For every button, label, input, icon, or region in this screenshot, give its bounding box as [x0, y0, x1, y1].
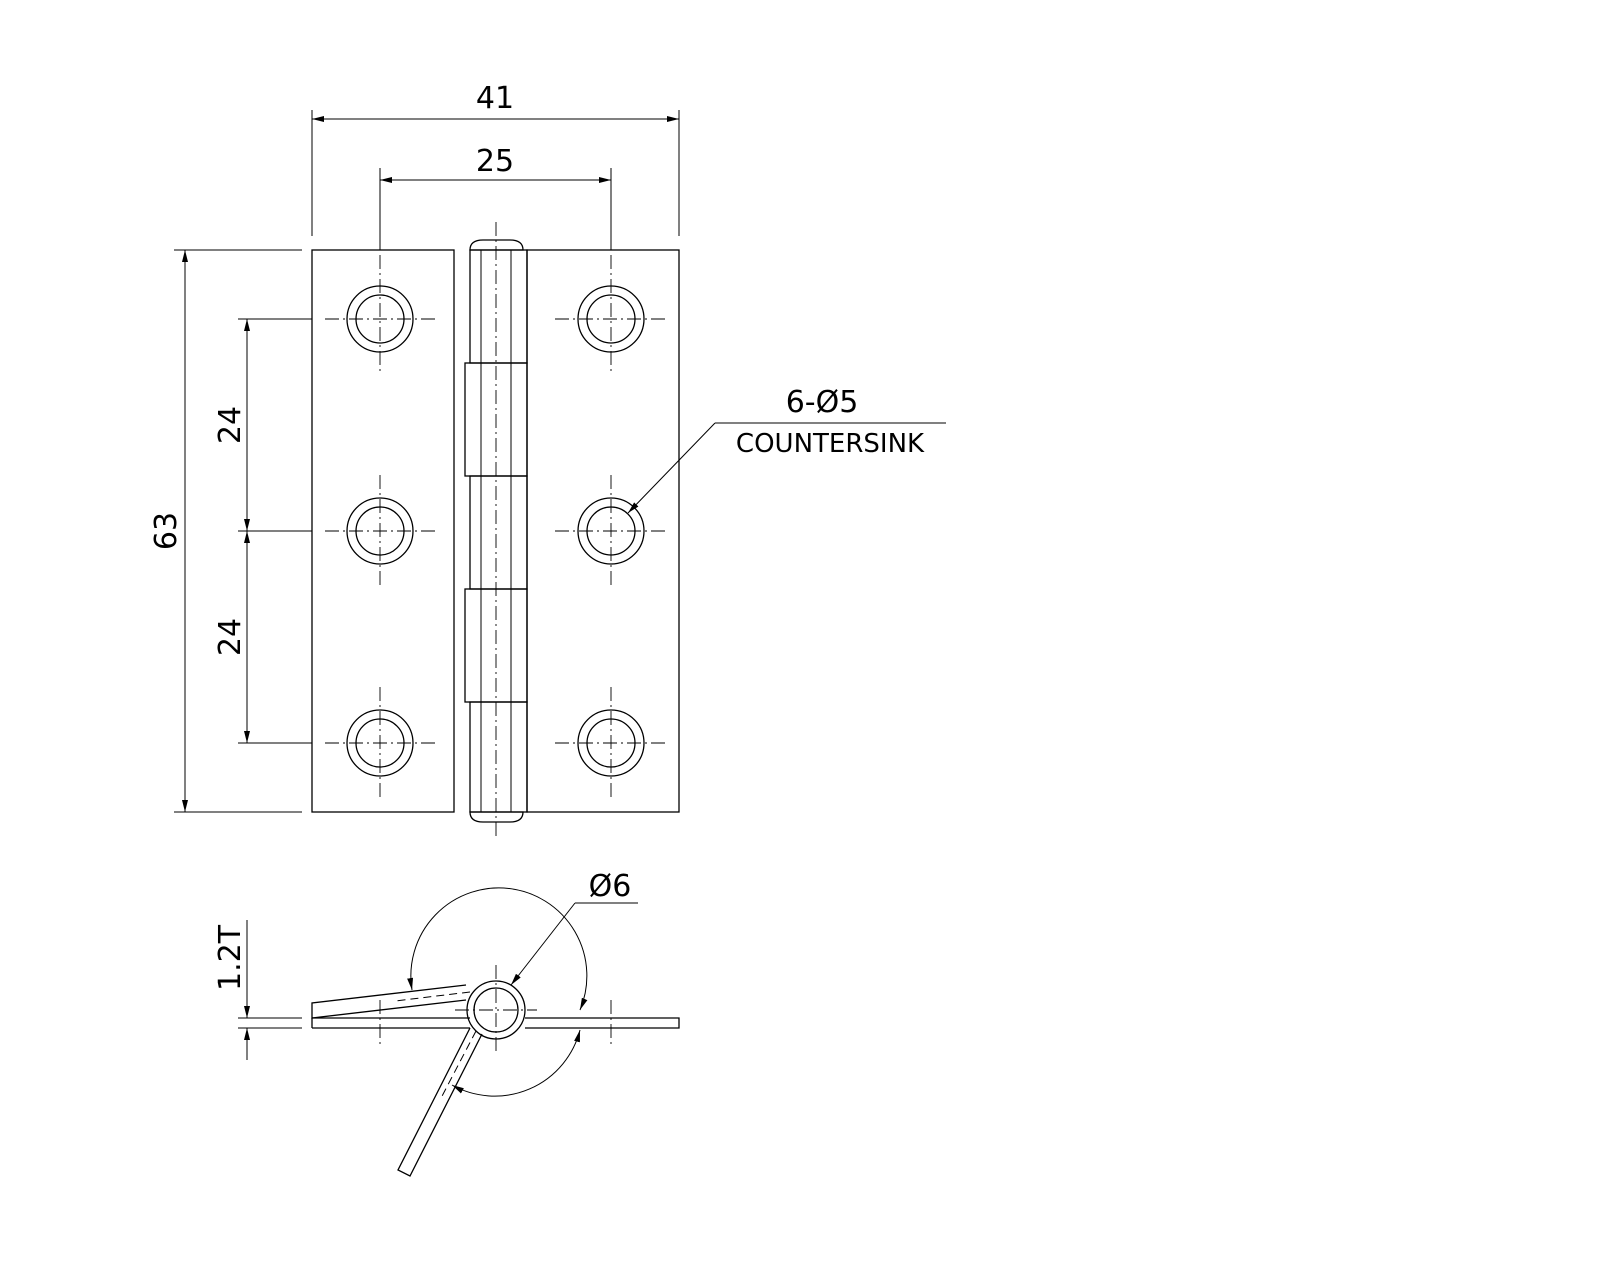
- dim-hole-spacing-horizontal: 25: [379, 144, 612, 250]
- dim-hole-spacing-lower-label: 24: [213, 618, 248, 656]
- side-view: Ø6 1.2T: [213, 869, 680, 1177]
- dim-overall-width: 41: [311, 81, 680, 236]
- countersunk-holes: [325, 255, 667, 800]
- front-view: 41 25 63 24 24: [149, 81, 946, 840]
- hole-callout-note: COUNTERSINK: [736, 429, 925, 459]
- side-left-leaf-raised: [311, 984, 471, 1019]
- pin-diameter-label: Ø6: [589, 869, 632, 904]
- side-left-leaf-swung: [397, 1027, 483, 1177]
- hole-left-bottom: [325, 687, 435, 800]
- hole-right-bottom: [555, 687, 667, 800]
- rotation-arc-lower: [451, 1029, 581, 1097]
- dim-hole-spacing-vertical: 24 24: [213, 318, 312, 744]
- dim-hole-spacing-upper-label: 24: [213, 406, 248, 444]
- dim-overall-height: 63: [149, 249, 302, 813]
- hole-callout-label: 6-Ø5: [786, 385, 859, 420]
- side-right-leaf: [525, 1017, 680, 1029]
- hole-right-mid: [555, 475, 667, 587]
- hole-left-top: [325, 255, 435, 375]
- knuckle: [464, 222, 528, 840]
- hole-right-top: [555, 255, 667, 375]
- dim-overall-width-label: 41: [476, 81, 514, 116]
- rotation-arc-upper: [407, 887, 588, 1011]
- thickness-label: 1.2T: [213, 924, 248, 991]
- dim-hole-spacing-horizontal-label: 25: [476, 144, 514, 179]
- hole-left-mid: [325, 475, 435, 587]
- dim-thickness: 1.2T: [213, 920, 302, 1060]
- hole-callout: 6-Ø5 COUNTERSINK: [627, 385, 946, 514]
- dim-overall-height-label: 63: [149, 512, 184, 550]
- pin-diameter-callout: Ø6: [510, 869, 638, 986]
